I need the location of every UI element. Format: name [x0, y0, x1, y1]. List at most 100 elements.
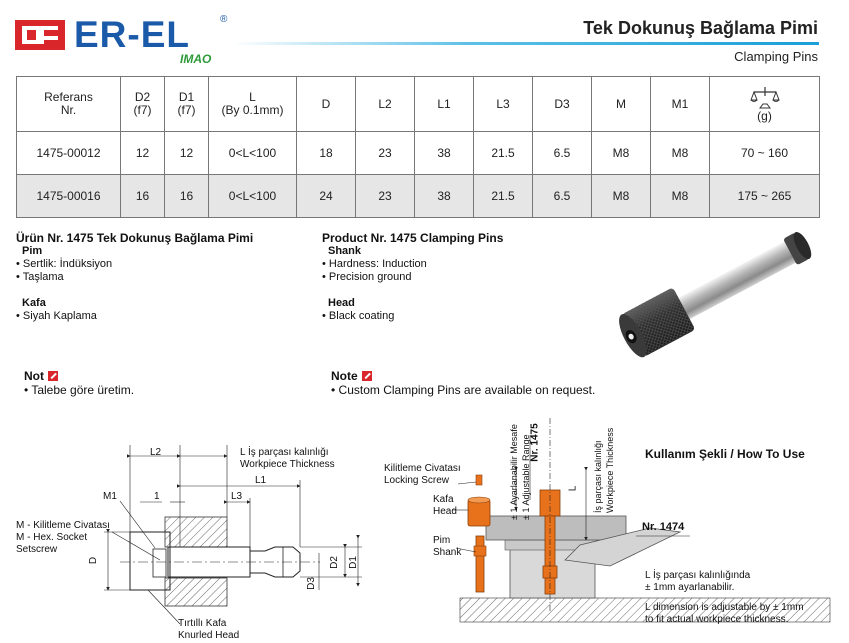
col-header: L2	[355, 76, 415, 132]
cell: M8	[650, 174, 710, 218]
tr-title: Ürün Nr. 1475 Tek Dokunuş Bağlama Pimi	[16, 231, 254, 245]
cell: 21.5	[473, 131, 533, 175]
cell: 24	[296, 174, 356, 218]
cell: 70 ~ 160	[709, 131, 820, 175]
kafa-label-en: Head	[433, 506, 457, 517]
cell-ref: 1475-00016	[16, 174, 121, 218]
en-product-info: Product Nr. 1475 Clamping Pins Shank • H…	[322, 232, 582, 323]
logo-mark-icon	[15, 20, 65, 50]
m-label-en1: M - Hex. Socket	[16, 532, 88, 543]
usage-desc-tr1: L İş parçası kalınlığında	[645, 570, 751, 581]
en-shank-item: • Hardness: Induction	[322, 258, 427, 270]
l3-label: L3	[231, 491, 243, 502]
cell: 38	[414, 174, 474, 218]
tr-note-label: Not	[24, 369, 44, 383]
header-rule	[232, 42, 819, 45]
tr-note: Not • Talebe göre üretim.	[24, 369, 134, 397]
tr-kafa-item: • Siyah Kaplama	[16, 310, 97, 322]
tr-kafa-heading: Kafa	[22, 297, 46, 309]
knurl-label-tr: Tırtıllı Kafa	[178, 618, 227, 629]
en-note: Note • Custom Clamping Pins are availabl…	[331, 369, 595, 397]
cell: 21.5	[473, 174, 533, 218]
l-usage-label: L	[567, 485, 579, 492]
col-header: L3	[473, 76, 533, 132]
usage-desc-en2: to fit actual workpiece thickness.	[645, 614, 789, 625]
cell: 12	[120, 131, 165, 175]
pim-label-tr: Pim	[433, 535, 451, 546]
en-shank-item: • Precision ground	[322, 271, 412, 283]
registered-mark: ®	[220, 14, 228, 25]
l1-label: L1	[255, 475, 267, 486]
cell: M8	[591, 131, 651, 175]
cell: 23	[355, 174, 415, 218]
col-header: L(By 0.1mm)	[208, 76, 297, 132]
cell: 6.5	[532, 174, 592, 218]
col-header: M	[591, 76, 651, 132]
cell-ref: 1475-00012	[16, 131, 121, 175]
cell: 16	[120, 174, 165, 218]
tr-product-info: Ürün Nr. 1475 Tek Dokunuş Bağlama Pimi P…	[16, 232, 306, 323]
tr-pim-item: • Sertlik: İndüksiyon	[16, 258, 113, 270]
m-label-en2: Setscrew	[16, 544, 58, 555]
m-label-tr: M - Kilitleme Civatası	[16, 520, 110, 531]
cell: M8	[650, 131, 710, 175]
cell: 6.5	[532, 131, 592, 175]
nr1475-label: Nr. 1475	[529, 423, 541, 462]
cell: 0<L<100	[208, 174, 297, 218]
en-note-label: Note	[331, 369, 358, 383]
col-header: D	[296, 76, 356, 132]
lock-label-tr: Kilitleme Civatası	[384, 463, 461, 474]
usage-desc-en1: L dimension is adjustable by ± 1mm	[645, 602, 804, 613]
cell: M8	[591, 174, 651, 218]
d2-label: D2	[328, 556, 340, 569]
col-header: D3	[532, 76, 592, 132]
edit-icon	[361, 371, 372, 381]
en-head-heading: Head	[328, 297, 355, 309]
tr-pim-item: • Taşlama	[16, 271, 64, 283]
wp-label-en: Workpiece Thickness	[605, 427, 615, 513]
kafa-label-tr: Kafa	[433, 494, 454, 505]
brand-logo: ER-EL ® IMAO	[14, 14, 229, 66]
col-header: D2(f7)	[120, 76, 165, 132]
d1-label: D1	[347, 556, 359, 569]
page-title: Tek Dokunuş Bağlama Pimi	[583, 18, 818, 38]
adjust-label-tr: ± 1 Ayarlanabilir Mesafe	[509, 424, 519, 520]
cell: 18	[296, 131, 356, 175]
en-title: Product Nr. 1475 Clamping Pins	[322, 231, 504, 245]
m1-label: M1	[103, 491, 117, 502]
cell: 23	[355, 131, 415, 175]
how-to-use-title: Kullanım Şekli / How To Use	[645, 447, 805, 461]
col-header: M1	[650, 76, 710, 132]
cell: 16	[164, 174, 209, 218]
l-label-tr: L İş parçası kalınlığı	[240, 447, 329, 458]
usage-desc-tr2: ± 1mm ayarlanabilir.	[645, 582, 735, 593]
one-label: 1	[154, 491, 160, 502]
col-header: L1	[414, 76, 474, 132]
tr-pim-heading: Pim	[22, 245, 43, 257]
scale-icon	[749, 86, 780, 108]
brand-name: ER-EL	[74, 14, 190, 55]
pim-label-en: Shank	[433, 547, 462, 558]
col-header: D1(f7)	[164, 76, 209, 132]
l2-label: L2	[150, 447, 162, 458]
d-label: D	[88, 556, 100, 565]
d3-label: D3	[305, 577, 317, 590]
en-head-item: • Black coating	[322, 310, 395, 322]
knurl-label-en: Knurled Head	[178, 630, 240, 641]
col-header-weight: (g)	[709, 76, 820, 132]
en-note-text: • Custom Clamping Pins are available on …	[331, 383, 596, 397]
brand-sub: IMAO	[180, 52, 212, 66]
nr1474-label: Nr. 1474	[642, 521, 685, 533]
en-shank-heading: Shank	[328, 245, 362, 257]
cell: 175 ~ 265	[709, 174, 820, 218]
product-photo	[619, 231, 812, 358]
edit-icon	[48, 371, 58, 381]
cell: 38	[414, 131, 474, 175]
cell: 12	[164, 131, 209, 175]
cell: 0<L<100	[208, 131, 297, 175]
l-label-en: Workpiece Thickness	[240, 459, 335, 470]
tr-note-text: • Talebe göre üretim.	[24, 383, 135, 397]
